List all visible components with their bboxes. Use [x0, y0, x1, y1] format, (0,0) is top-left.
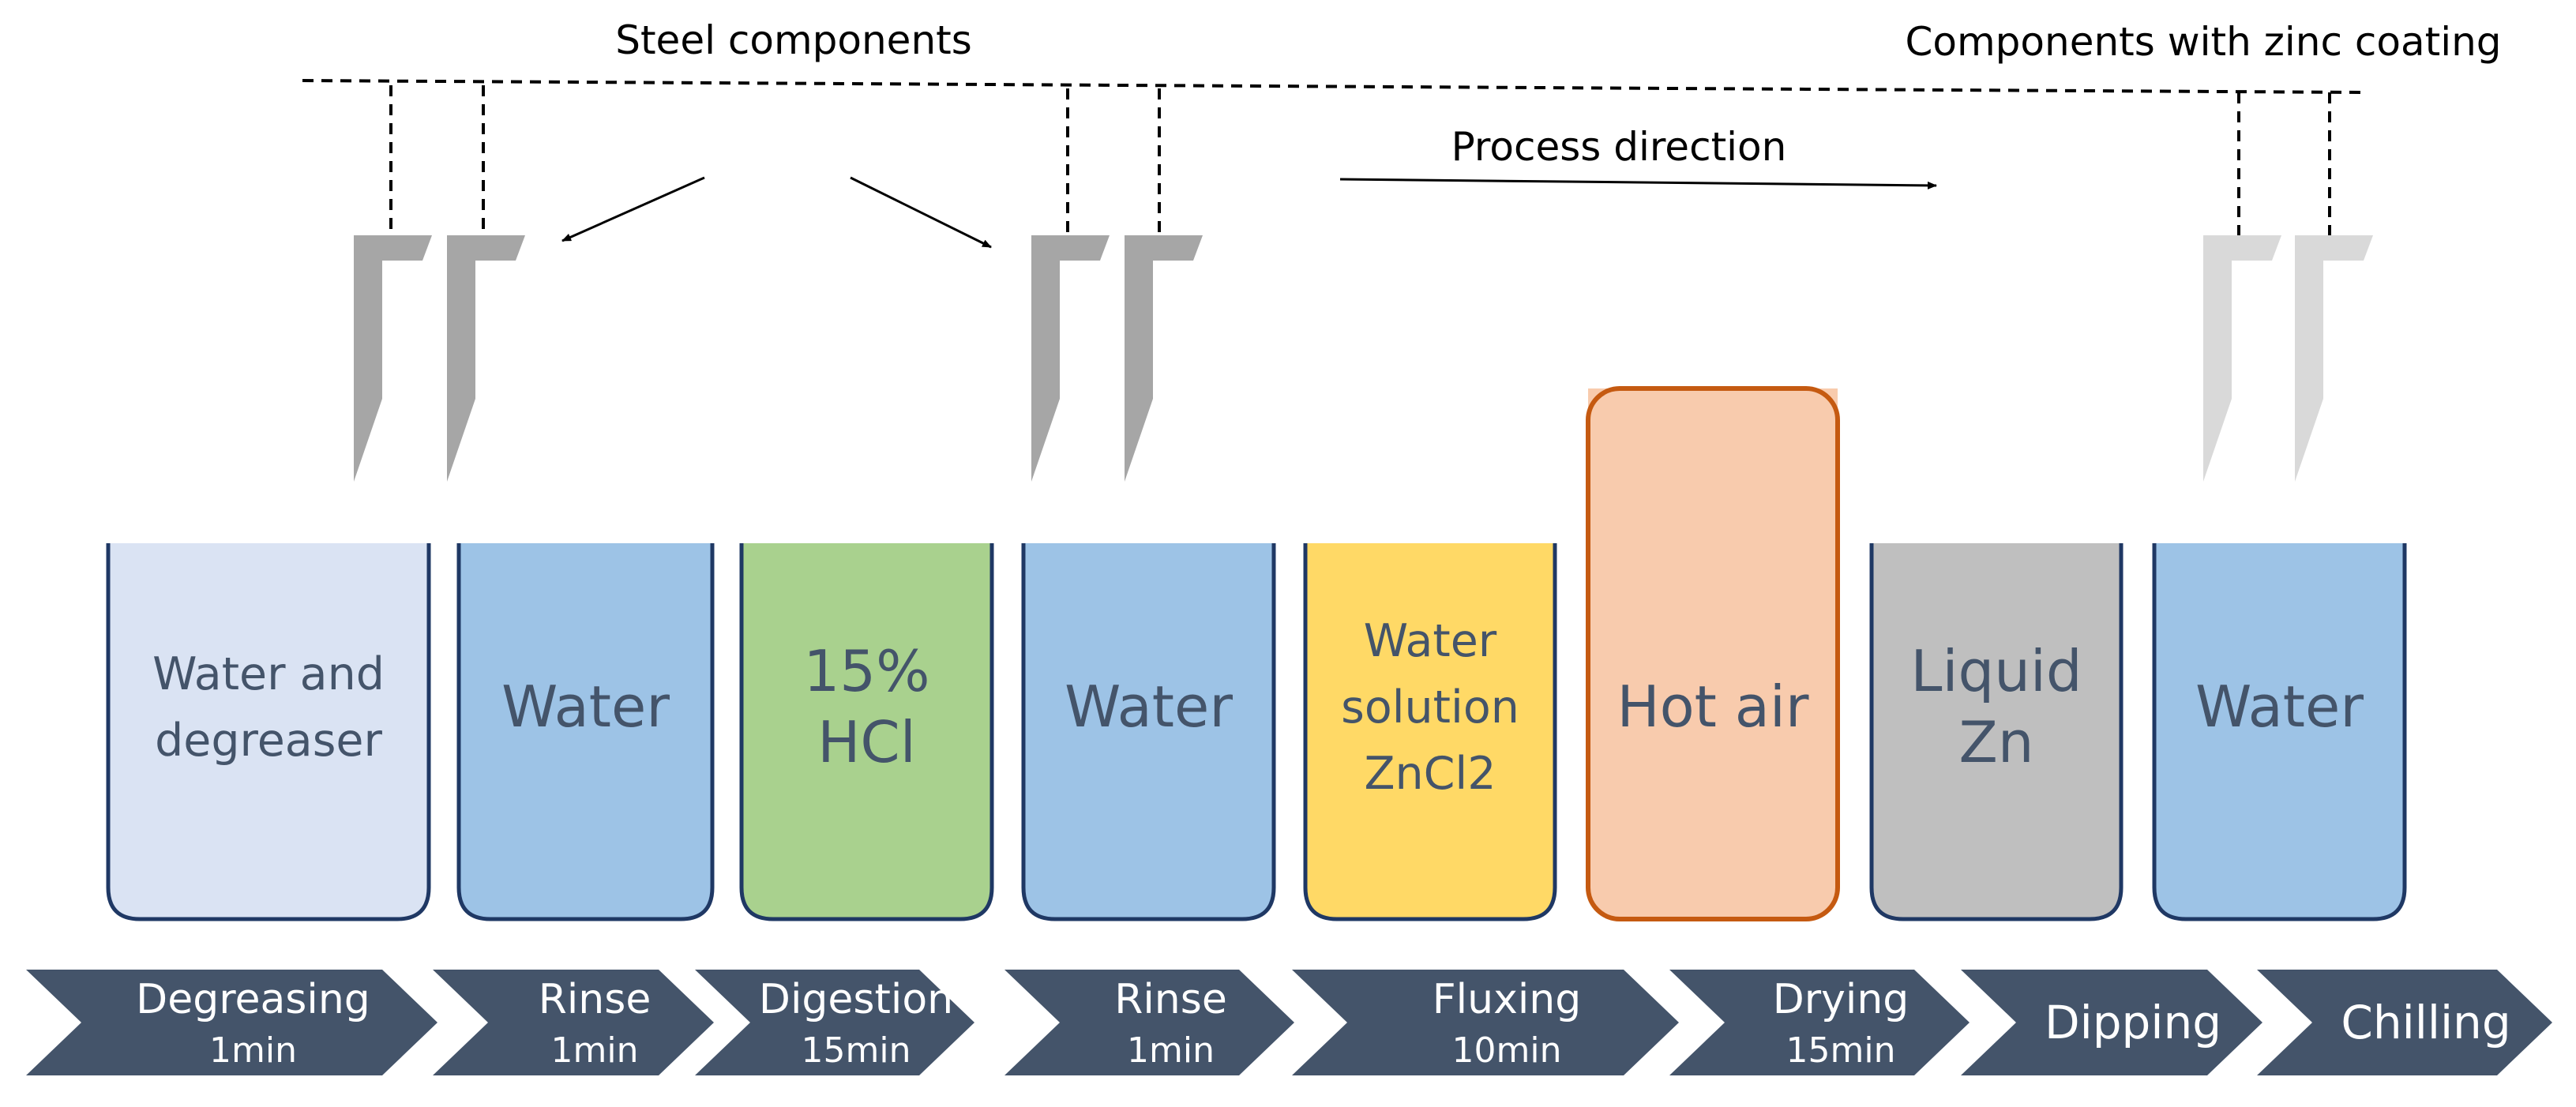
tank-body — [1305, 543, 1555, 919]
zinc-components-label: Components with zinc coating — [1905, 19, 2501, 65]
tank-outline — [1021, 543, 1276, 921]
step-name: Rinse — [539, 976, 652, 1023]
step-time: 15min — [1786, 1030, 1896, 1071]
tank-label-line: Water — [1364, 615, 1497, 667]
tank-outline — [2152, 543, 2407, 921]
tank-body — [459, 543, 712, 919]
step-name: Rinse — [1114, 976, 1227, 1023]
step-chevron — [1004, 970, 1294, 1075]
tank-label-line: Liquid — [1910, 638, 2082, 704]
step-name: Fluxing — [1433, 976, 1582, 1023]
tank-label-line: Water — [2195, 674, 2364, 740]
step-name: Dipping — [2045, 996, 2221, 1049]
step-1: Degreasing 1min — [26, 970, 437, 1075]
steel-components-label: Steel components — [615, 17, 972, 63]
step-8: Chilling — [2257, 970, 2552, 1075]
tank-label-line: 15% — [803, 638, 929, 704]
step-name: Digestion — [759, 976, 953, 1023]
tank-label-line: ZnCl2 — [1364, 748, 1496, 800]
tank-outline — [739, 543, 994, 921]
step-5: Fluxing 10min — [1292, 970, 1679, 1075]
tank-rinse-2: Water — [1021, 543, 1276, 921]
step-time: 15min — [802, 1030, 911, 1071]
tank-outline — [106, 543, 431, 921]
steel-component-hook-2 — [447, 235, 525, 482]
tank-chill-water: Water — [2152, 543, 2407, 921]
tank-outline — [456, 543, 715, 921]
step-chevron — [433, 970, 714, 1075]
tank-hot-air: Hot air — [1586, 386, 1840, 921]
step-chevron — [26, 970, 437, 1075]
tank-label-line: Water — [1065, 674, 1233, 740]
tank-label-line: Zn — [1959, 709, 2034, 775]
conveyor-rail — [302, 79, 2362, 239]
step-2: Rinse 1min — [433, 970, 714, 1075]
tank-body — [1872, 543, 2121, 919]
zinc-coated-component-hook-1 — [2203, 235, 2281, 482]
steel-component-hook-1 — [354, 235, 432, 482]
process-steps-group: Degreasing 1min Rinse 1min Digestion 15min Rin… — [26, 970, 2552, 1075]
step-chevron — [2257, 970, 2552, 1075]
step-3: Digestion 15min — [695, 970, 974, 1075]
tank-body — [742, 543, 992, 919]
step-chevron — [695, 970, 974, 1075]
tank-outline — [1586, 386, 1840, 921]
step-chevron — [1292, 970, 1679, 1075]
tank-hcl: 15%HCl — [739, 543, 994, 921]
tank-outline — [1869, 543, 2124, 921]
zinc-coated-component-hook-2 — [2295, 235, 2373, 482]
tank-label-line: Water — [501, 674, 670, 740]
tank-body — [1023, 543, 1274, 919]
arrow-to-first-components — [561, 176, 705, 242]
steel-component-hook-4 — [1125, 235, 1203, 482]
step-time: 1min — [209, 1030, 297, 1071]
tank-outline — [1303, 543, 1557, 921]
step-name: Chilling — [2341, 996, 2510, 1049]
step-4: Rinse 1min — [1004, 970, 1294, 1075]
step-6: Drying 15min — [1669, 970, 1970, 1075]
steel-component-hook-3 — [1031, 235, 1110, 482]
tank-label-line: Water and — [152, 648, 385, 700]
arrow-to-second-components — [850, 176, 992, 249]
arrows — [561, 176, 1937, 249]
step-time: 1min — [1127, 1030, 1215, 1071]
tank-rinse-1: Water — [456, 543, 715, 921]
tank-label-line: degreaser — [155, 715, 382, 767]
components-group — [354, 235, 2373, 482]
step-chevron — [1961, 970, 2262, 1075]
tanks-group: Water anddegreaserWater15%HClWaterWaters… — [106, 386, 2407, 921]
step-name: Drying — [1773, 976, 1909, 1023]
tank-label-line: Hot air — [1617, 674, 1808, 740]
process-direction-label: Process direction — [1451, 124, 1787, 170]
step-7: Dipping — [1961, 970, 2262, 1075]
tank-body — [2154, 543, 2405, 919]
step-time: 10min — [1452, 1030, 1562, 1071]
step-chevron — [1669, 970, 1970, 1075]
tank-degreaser: Water and degreaser — [106, 543, 431, 921]
tank-body — [108, 543, 429, 919]
process-direction-arrow — [1339, 178, 1937, 190]
step-time: 1min — [551, 1030, 639, 1071]
tank-label-line: solution — [1341, 681, 1519, 734]
tank-label-line: HCl — [817, 709, 915, 775]
step-name: Degreasing — [136, 976, 370, 1023]
